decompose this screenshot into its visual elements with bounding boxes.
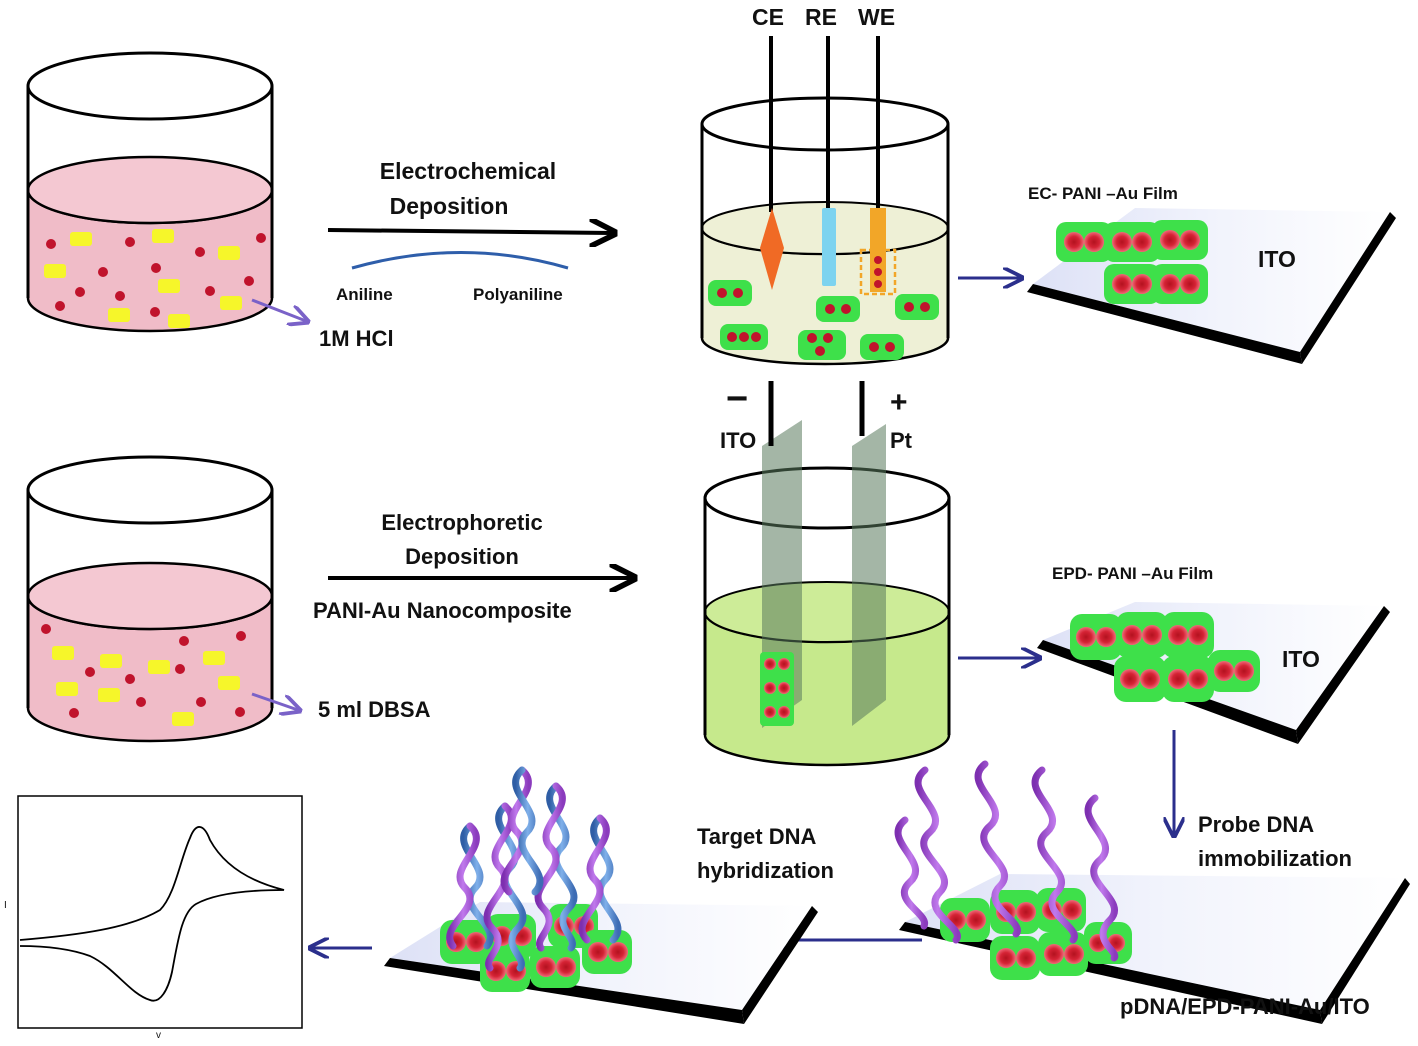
- epd-film-label: EPD- PANI –Au Film: [1052, 564, 1214, 583]
- hcl-nanoparticles: [44, 229, 266, 328]
- ec-cell: [700, 36, 950, 366]
- ec-cell-rim: [700, 96, 950, 152]
- beaker-hcl: [26, 51, 274, 333]
- deposition-label-1: Deposition: [389, 193, 509, 219]
- electrophoretic-label: Electrophoretic: [381, 510, 543, 535]
- target-dna-label: Target DNA: [697, 824, 817, 849]
- aniline-to-polyaniline-arc: [351, 251, 569, 270]
- beaker-dbsa-rim: [26, 455, 274, 525]
- pdna-electrode-label: pDNA/EPD-PANI-Au/ITO: [1120, 994, 1370, 1019]
- probe-dna-strands: [894, 760, 1119, 962]
- ce-label: CE: [752, 4, 784, 30]
- probe-dna-label: Probe DNA: [1198, 812, 1315, 837]
- pt-electrode-label: Pt: [890, 428, 912, 453]
- pt-plate: [852, 424, 886, 726]
- hybridized-electrode: [384, 766, 818, 1024]
- cv-plot-frame: [17, 795, 303, 1029]
- cv-xlabel: v: [156, 1030, 161, 1041]
- electrochemical-label: Electrochemical: [379, 158, 557, 184]
- ito-electrode-label: ITO: [720, 428, 757, 453]
- deposition-label-2: Deposition: [405, 544, 519, 569]
- cv-ylabel: I: [4, 900, 7, 911]
- counter-electrode: [760, 208, 784, 290]
- hybridization-label: hybridization: [697, 858, 834, 883]
- pdna-electrode: [894, 760, 1410, 1024]
- we-label: WE: [858, 4, 896, 30]
- re-label: RE: [805, 4, 837, 30]
- polyaniline-label: Polyaniline: [473, 285, 563, 304]
- arrow-to-dbsa: [251, 692, 298, 710]
- cv-plot: [17, 795, 303, 1029]
- cv-curve: [19, 826, 285, 1002]
- minus-sign: −: [726, 378, 749, 420]
- dbsa-nanoparticles: [41, 624, 246, 726]
- epd-ito-label: ITO: [1282, 646, 1320, 672]
- hybridized-dna-strands: [446, 766, 622, 972]
- ito-plate: [762, 420, 802, 728]
- dbsa-label: 5 ml DBSA: [318, 697, 431, 722]
- pani-au-label: PANI-Au Nanocomposite: [313, 598, 572, 623]
- arrow-electrochemical: [327, 230, 612, 233]
- reference-electrode: [822, 208, 836, 286]
- beaker-hcl-rim: [26, 51, 274, 121]
- ec-ito-label: ITO: [1258, 246, 1296, 272]
- epd-film-electrode: [1037, 602, 1390, 744]
- epd-cell-rim: [703, 466, 951, 530]
- beaker-dbsa-surface: [26, 561, 274, 631]
- epd-cell: [703, 381, 951, 767]
- hcl-label: 1M HCl: [319, 326, 394, 351]
- immobilization-label: immobilization: [1198, 846, 1352, 871]
- ec-film-electrode: [1027, 208, 1396, 364]
- beaker-hcl-surface: [26, 155, 274, 225]
- plus-sign: +: [890, 386, 908, 419]
- ec-film-label: EC- PANI –Au Film: [1028, 184, 1178, 203]
- beaker-dbsa: [26, 455, 274, 743]
- aniline-label: Aniline: [336, 285, 393, 304]
- arrow-to-hcl: [251, 298, 306, 321]
